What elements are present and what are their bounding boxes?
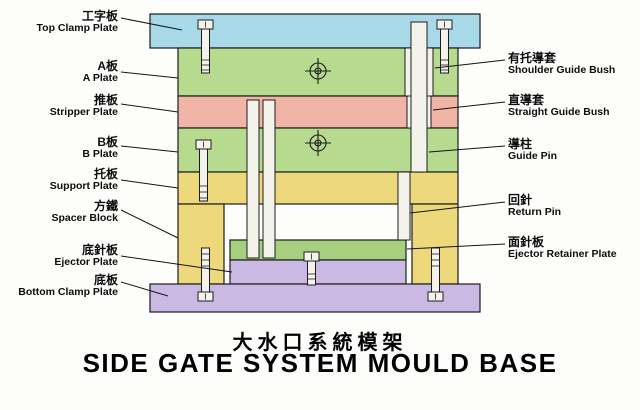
guide-pin-shape [410,21,428,173]
screw-icon [195,139,212,202]
leader-line [428,145,506,153]
leader-line [120,255,233,273]
diagram-title-en: SIDE GATE SYSTEM MOULD BASE [82,348,558,378]
label-zh: B板 [97,135,118,149]
top-clamp-plate-shape [149,13,481,49]
screw-icon [436,19,453,74]
leader-line [406,243,506,250]
label-zh: 直導套 [508,93,545,107]
leader-line [434,59,506,69]
label-zh: 導柱 [508,137,533,151]
leader-lines-right [406,59,506,250]
label-bottom-clamp-plate: 底板 Bottom Clamp Plate [6,273,118,299]
label-en: Shoulder Guide Bush [508,64,616,77]
leader-line [120,281,169,297]
leader-line [409,201,506,214]
screw-icon [303,251,320,286]
label-zh: 回針 [508,193,533,207]
label-en: B Plate [82,148,118,161]
screw-icon [197,247,214,302]
label-zh: 工字板 [81,9,118,23]
leader-line [120,103,179,113]
label-en: A Plate [82,72,118,85]
label-en: Ejector Plate [54,256,118,269]
label-zh: 面針板 [508,235,545,249]
support-plate-shape [177,171,459,205]
leader-line [432,101,506,111]
label-spacer-block: 方鐵 Spacer Block [6,199,118,225]
label-top-clamp-plate: 工字板 Top Clamp Plate [6,9,118,35]
label-a-plate: A板 A Plate [6,59,118,85]
ejector-plate-shape [229,259,407,285]
leader-lines-left [120,17,233,297]
diagram-title-zh: 大水口系統模架 [232,332,408,354]
leader-line [120,145,179,153]
label-en: Bottom Clamp Plate [18,286,118,299]
label-ejector-retainer-plate: 面針板 Ejector Retainer Plate [508,235,638,261]
center-mark-icon [305,130,331,156]
label-zh: 推板 [93,93,118,107]
label-stripper-plate: 推板 Stripper Plate [6,93,118,119]
label-en: Spacer Block [51,212,118,225]
label-shoulder-guide-bush: 有托導套 Shoulder Guide Bush [508,51,638,77]
label-zh: 底針板 [81,243,118,257]
label-zh: 底板 [93,273,118,287]
return-pin-shape [397,171,411,241]
leader-line [120,71,179,79]
label-guide-pin: 導柱 Guide Pin [508,137,638,163]
label-zh: A板 [97,59,118,73]
screw-icon [197,19,214,74]
label-en: Guide Pin [508,150,558,163]
label-en: Ejector Retainer Plate [508,248,617,261]
ejector-pin-shape [262,99,276,259]
screw-icon [427,247,444,302]
leader-line [120,209,179,239]
label-en: Stripper Plate [49,106,118,119]
center-mark-icon [305,58,331,84]
label-zh: 方鐵 [93,199,118,213]
label-zh: 有托導套 [508,51,557,65]
ejector-pin-shape [246,99,260,259]
label-b-plate: B板 B Plate [6,135,118,161]
label-en: Return Pin [508,206,562,219]
label-return-pin: 回針 Return Pin [508,193,638,219]
label-support-plate: 托板 Support Plate [6,167,118,193]
leader-line [120,17,183,31]
label-ejector-plate: 底針板 Ejector Plate [6,243,118,269]
label-en: Support Plate [49,180,118,193]
label-en: Top Clamp Plate [36,22,118,35]
label-zh: 托板 [93,167,118,181]
leader-line [120,179,179,189]
label-straight-guide-bush: 直導套 Straight Guide Bush [508,93,638,119]
label-en: Straight Guide Bush [508,106,610,119]
